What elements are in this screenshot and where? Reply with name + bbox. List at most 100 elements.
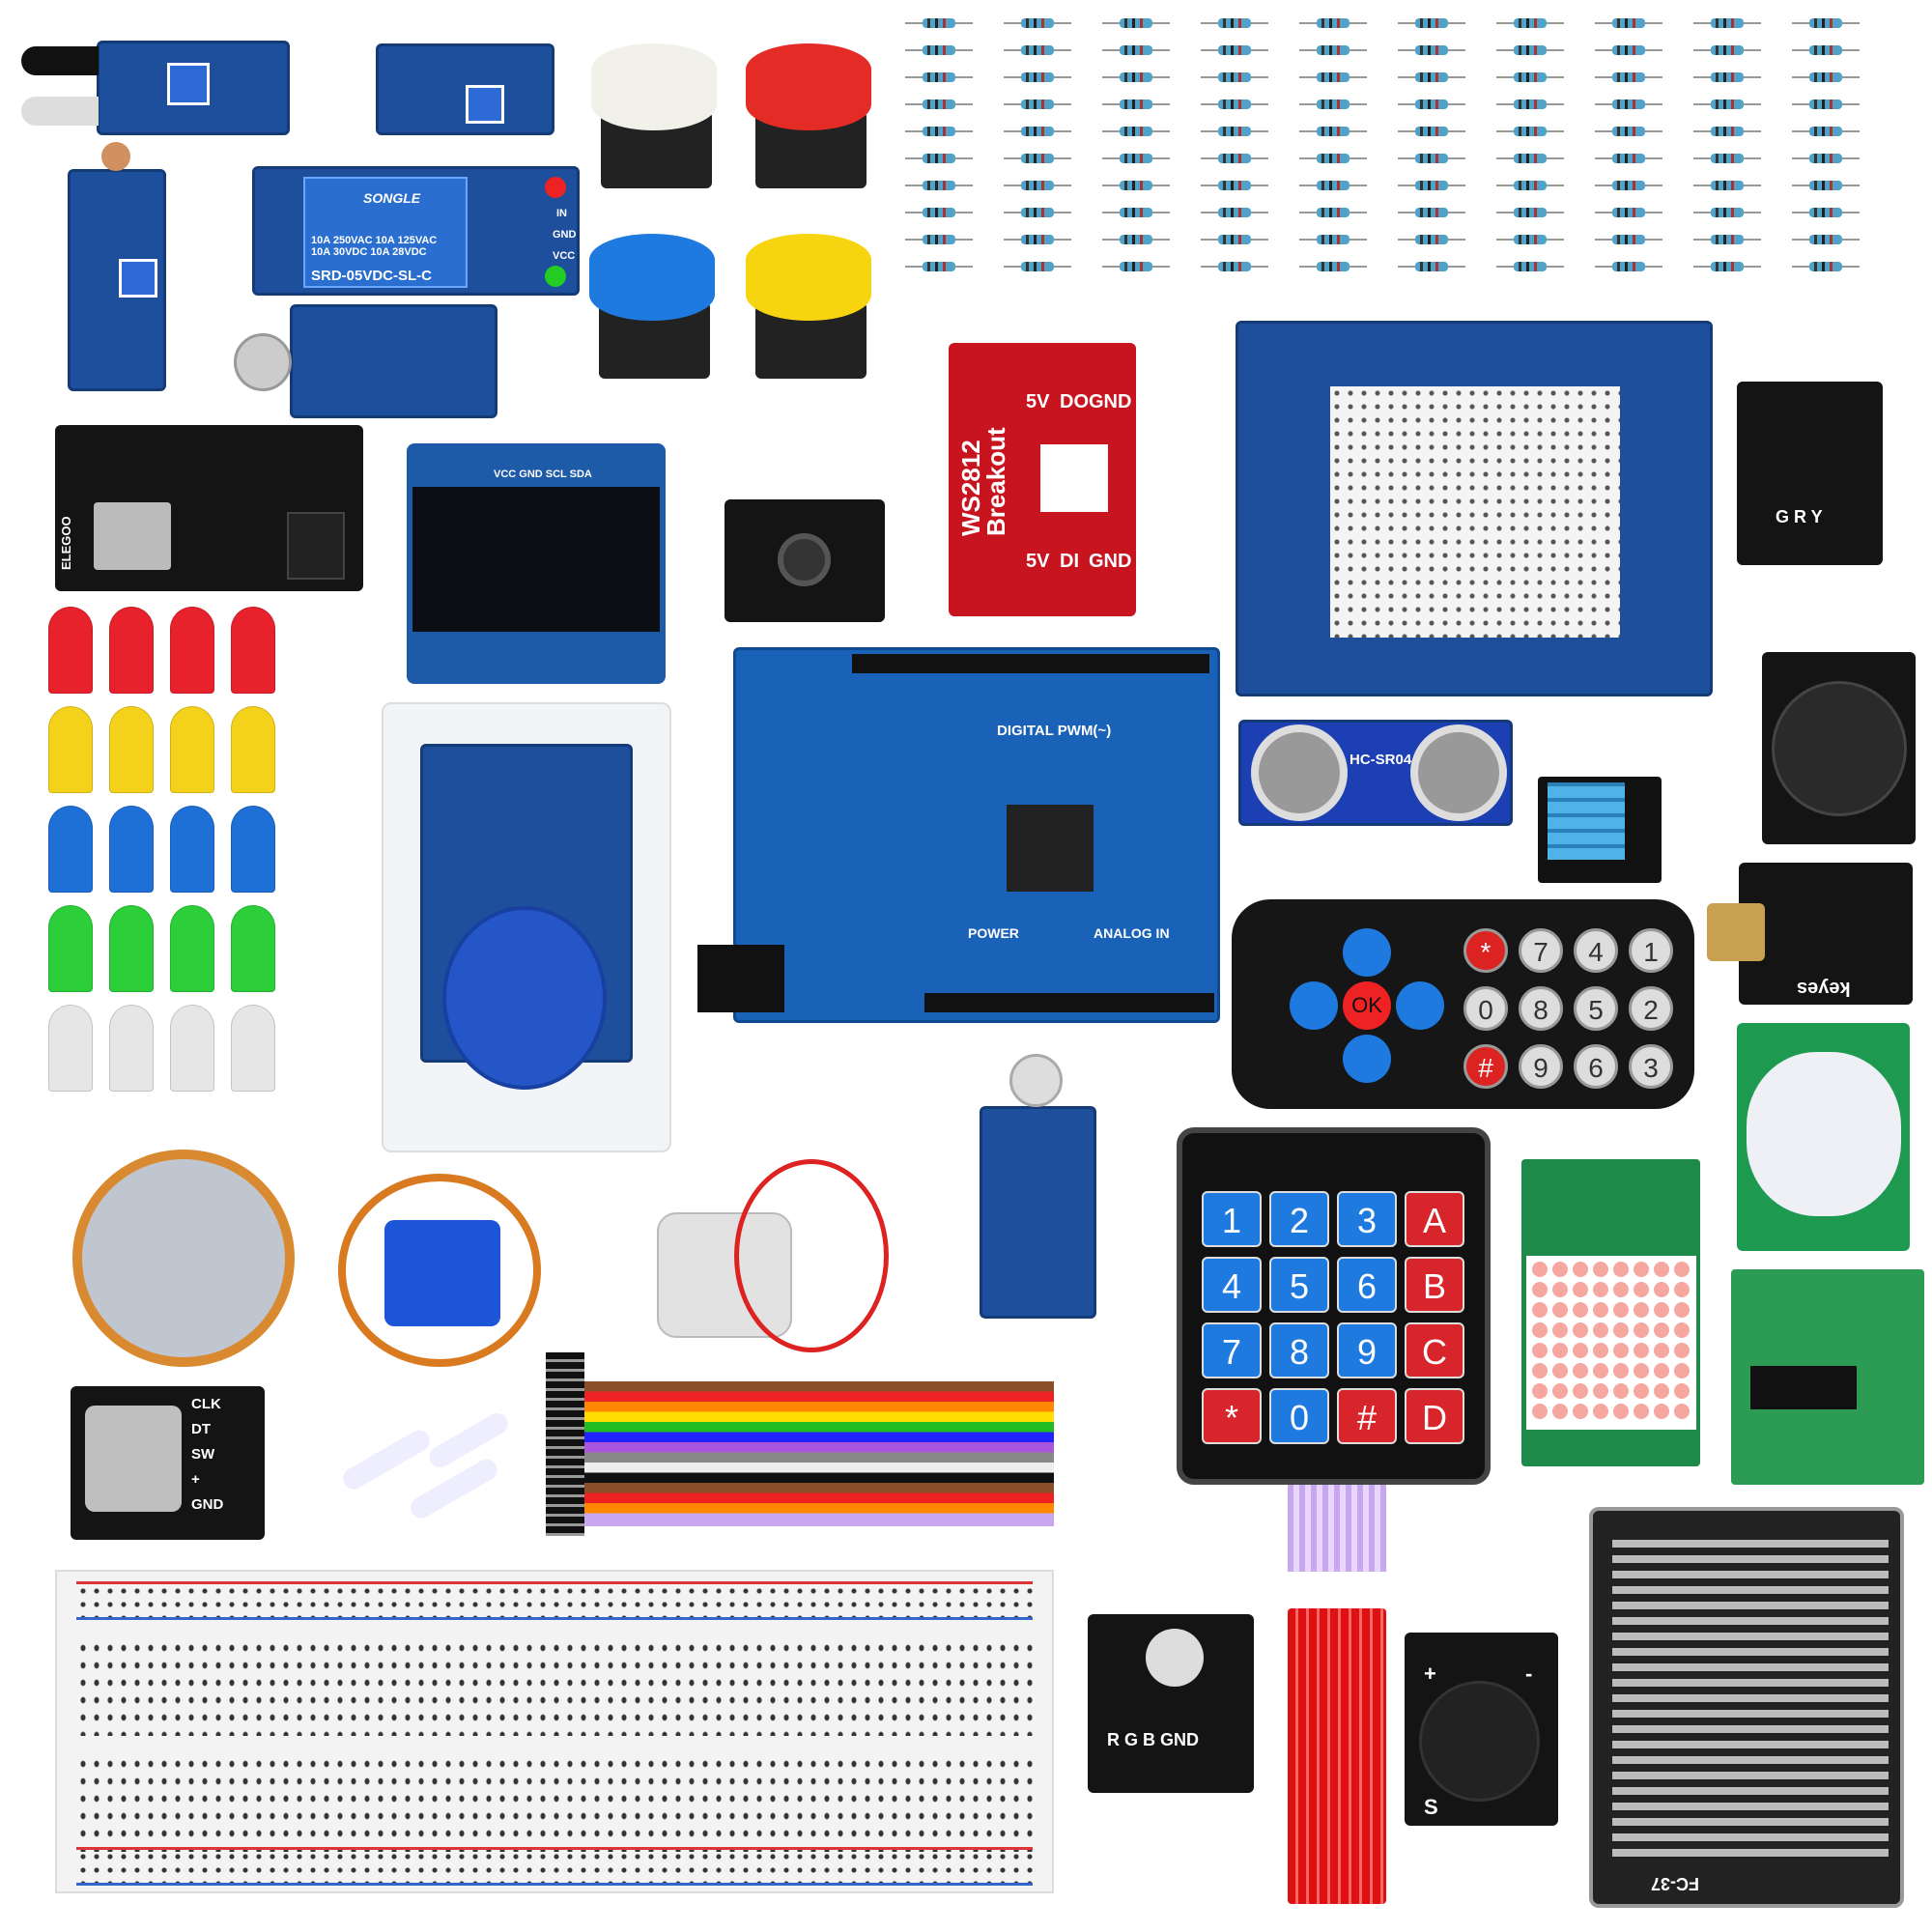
resistor bbox=[1792, 18, 1860, 28]
matrix-led bbox=[1552, 1383, 1568, 1399]
stepper-driver-board bbox=[1731, 1269, 1924, 1485]
resistor bbox=[1398, 18, 1465, 28]
resistor bbox=[1595, 72, 1662, 82]
resistor bbox=[905, 181, 973, 190]
remote-key-9[interactable]: 9 bbox=[1519, 1044, 1563, 1089]
keypad-key-D[interactable]: D bbox=[1405, 1388, 1464, 1444]
resistor bbox=[1004, 45, 1071, 55]
keypad-key-8[interactable]: 8 bbox=[1269, 1322, 1329, 1378]
remote-key-2[interactable]: 2 bbox=[1629, 986, 1673, 1031]
matrix-led bbox=[1654, 1363, 1669, 1378]
keypad-key-9[interactable]: 9 bbox=[1337, 1322, 1397, 1378]
matrix-led bbox=[1654, 1302, 1669, 1318]
resistor bbox=[1299, 18, 1367, 28]
resistor bbox=[1299, 154, 1367, 163]
dpad-right[interactable] bbox=[1396, 981, 1444, 1030]
mini-breadboard bbox=[1330, 386, 1620, 638]
dpad-left[interactable] bbox=[1290, 981, 1338, 1030]
matrix-led bbox=[1613, 1262, 1629, 1277]
resistor bbox=[1693, 99, 1761, 109]
joystick-knob bbox=[1772, 681, 1907, 816]
remote-key-5[interactable]: 5 bbox=[1574, 986, 1618, 1031]
resistor bbox=[1004, 235, 1071, 244]
keypad-key-4[interactable]: 4 bbox=[1202, 1257, 1262, 1313]
servo-motor bbox=[338, 1174, 541, 1367]
remote-key-0[interactable]: 0 bbox=[1463, 986, 1508, 1031]
ok-button[interactable]: OK bbox=[1343, 981, 1391, 1030]
matrix-led bbox=[1634, 1404, 1649, 1419]
remote-key-#[interactable]: # bbox=[1463, 1044, 1508, 1089]
potentiometer bbox=[167, 63, 210, 105]
matrix-led bbox=[1613, 1363, 1629, 1378]
keypad-key-2[interactable]: 2 bbox=[1269, 1191, 1329, 1247]
relay-module: SONGLE 10A 250VAC 10A 125VAC 10A 30VDC 1… bbox=[252, 166, 580, 296]
keypad-key-#[interactable]: # bbox=[1337, 1388, 1397, 1444]
matrix-led bbox=[1552, 1282, 1568, 1297]
keypad-key-C[interactable]: C bbox=[1405, 1322, 1464, 1378]
remote-key-1[interactable]: 1 bbox=[1629, 928, 1673, 973]
led bbox=[48, 806, 93, 893]
keypad-key-0[interactable]: 0 bbox=[1269, 1388, 1329, 1444]
remote-key-*[interactable]: * bbox=[1463, 928, 1508, 973]
matrix-led bbox=[1674, 1404, 1690, 1419]
resistor bbox=[1693, 18, 1761, 28]
resistor bbox=[1398, 99, 1465, 109]
rgb-led-module: R G B GND bbox=[1088, 1614, 1254, 1793]
matrix-led bbox=[1552, 1363, 1568, 1378]
remote-key-4[interactable]: 4 bbox=[1574, 928, 1618, 973]
remote-key-6[interactable]: 6 bbox=[1574, 1044, 1618, 1089]
water-level-sensor bbox=[1288, 1608, 1386, 1904]
keypad-key-*[interactable]: * bbox=[1202, 1388, 1262, 1444]
resistor bbox=[1102, 181, 1170, 190]
resistor bbox=[1496, 262, 1564, 271]
matrix-led bbox=[1552, 1404, 1568, 1419]
resistor bbox=[1693, 181, 1761, 190]
keypad-key-7[interactable]: 7 bbox=[1202, 1322, 1262, 1378]
matrix-led bbox=[1613, 1383, 1629, 1399]
matrix-led bbox=[1593, 1404, 1608, 1419]
matrix-led bbox=[1674, 1282, 1690, 1297]
led bbox=[231, 905, 275, 992]
matrix-led bbox=[1654, 1322, 1669, 1338]
keypad-key-3[interactable]: 3 bbox=[1337, 1191, 1397, 1247]
keypad-key-6[interactable]: 6 bbox=[1337, 1257, 1397, 1313]
photoresistor-module bbox=[68, 169, 166, 391]
matrix-led bbox=[1674, 1322, 1690, 1338]
resistor bbox=[1299, 262, 1367, 271]
dpad-up[interactable] bbox=[1343, 928, 1391, 977]
keypad-key-B[interactable]: B bbox=[1405, 1257, 1464, 1313]
resistor bbox=[1102, 262, 1170, 271]
terminal-strip-top bbox=[76, 1639, 1033, 1736]
resistor bbox=[1201, 127, 1268, 136]
resistor bbox=[1496, 18, 1564, 28]
dht11-sensor bbox=[1538, 777, 1662, 883]
matrix-led bbox=[1593, 1282, 1608, 1297]
matrix-led bbox=[1573, 1262, 1588, 1277]
dpad-down[interactable] bbox=[1343, 1035, 1391, 1083]
matrix-led bbox=[1573, 1282, 1588, 1297]
header-bottom bbox=[924, 993, 1214, 1012]
resistor bbox=[1792, 127, 1860, 136]
keypad-key-1[interactable]: 1 bbox=[1202, 1191, 1262, 1247]
resistor bbox=[1693, 235, 1761, 244]
remote-key-7[interactable]: 7 bbox=[1519, 928, 1563, 973]
led bbox=[170, 905, 214, 992]
keypad-key-5[interactable]: 5 bbox=[1269, 1257, 1329, 1313]
resistor bbox=[905, 72, 973, 82]
remote-key-8[interactable]: 8 bbox=[1519, 986, 1563, 1031]
matrix-led bbox=[1532, 1282, 1548, 1297]
power-rail-top bbox=[76, 1581, 1033, 1620]
resistor bbox=[905, 45, 973, 55]
matrix-led bbox=[1634, 1383, 1649, 1399]
keypad-key-A[interactable]: A bbox=[1405, 1191, 1464, 1247]
power-rail-bottom bbox=[76, 1847, 1033, 1886]
resistor bbox=[1398, 45, 1465, 55]
led-red bbox=[545, 177, 566, 198]
remote-key-3[interactable]: 3 bbox=[1629, 1044, 1673, 1089]
resistor bbox=[1595, 45, 1662, 55]
resistor bbox=[1398, 154, 1465, 163]
matrix-led bbox=[1613, 1404, 1629, 1419]
resistor bbox=[905, 235, 973, 244]
resistor bbox=[1792, 45, 1860, 55]
